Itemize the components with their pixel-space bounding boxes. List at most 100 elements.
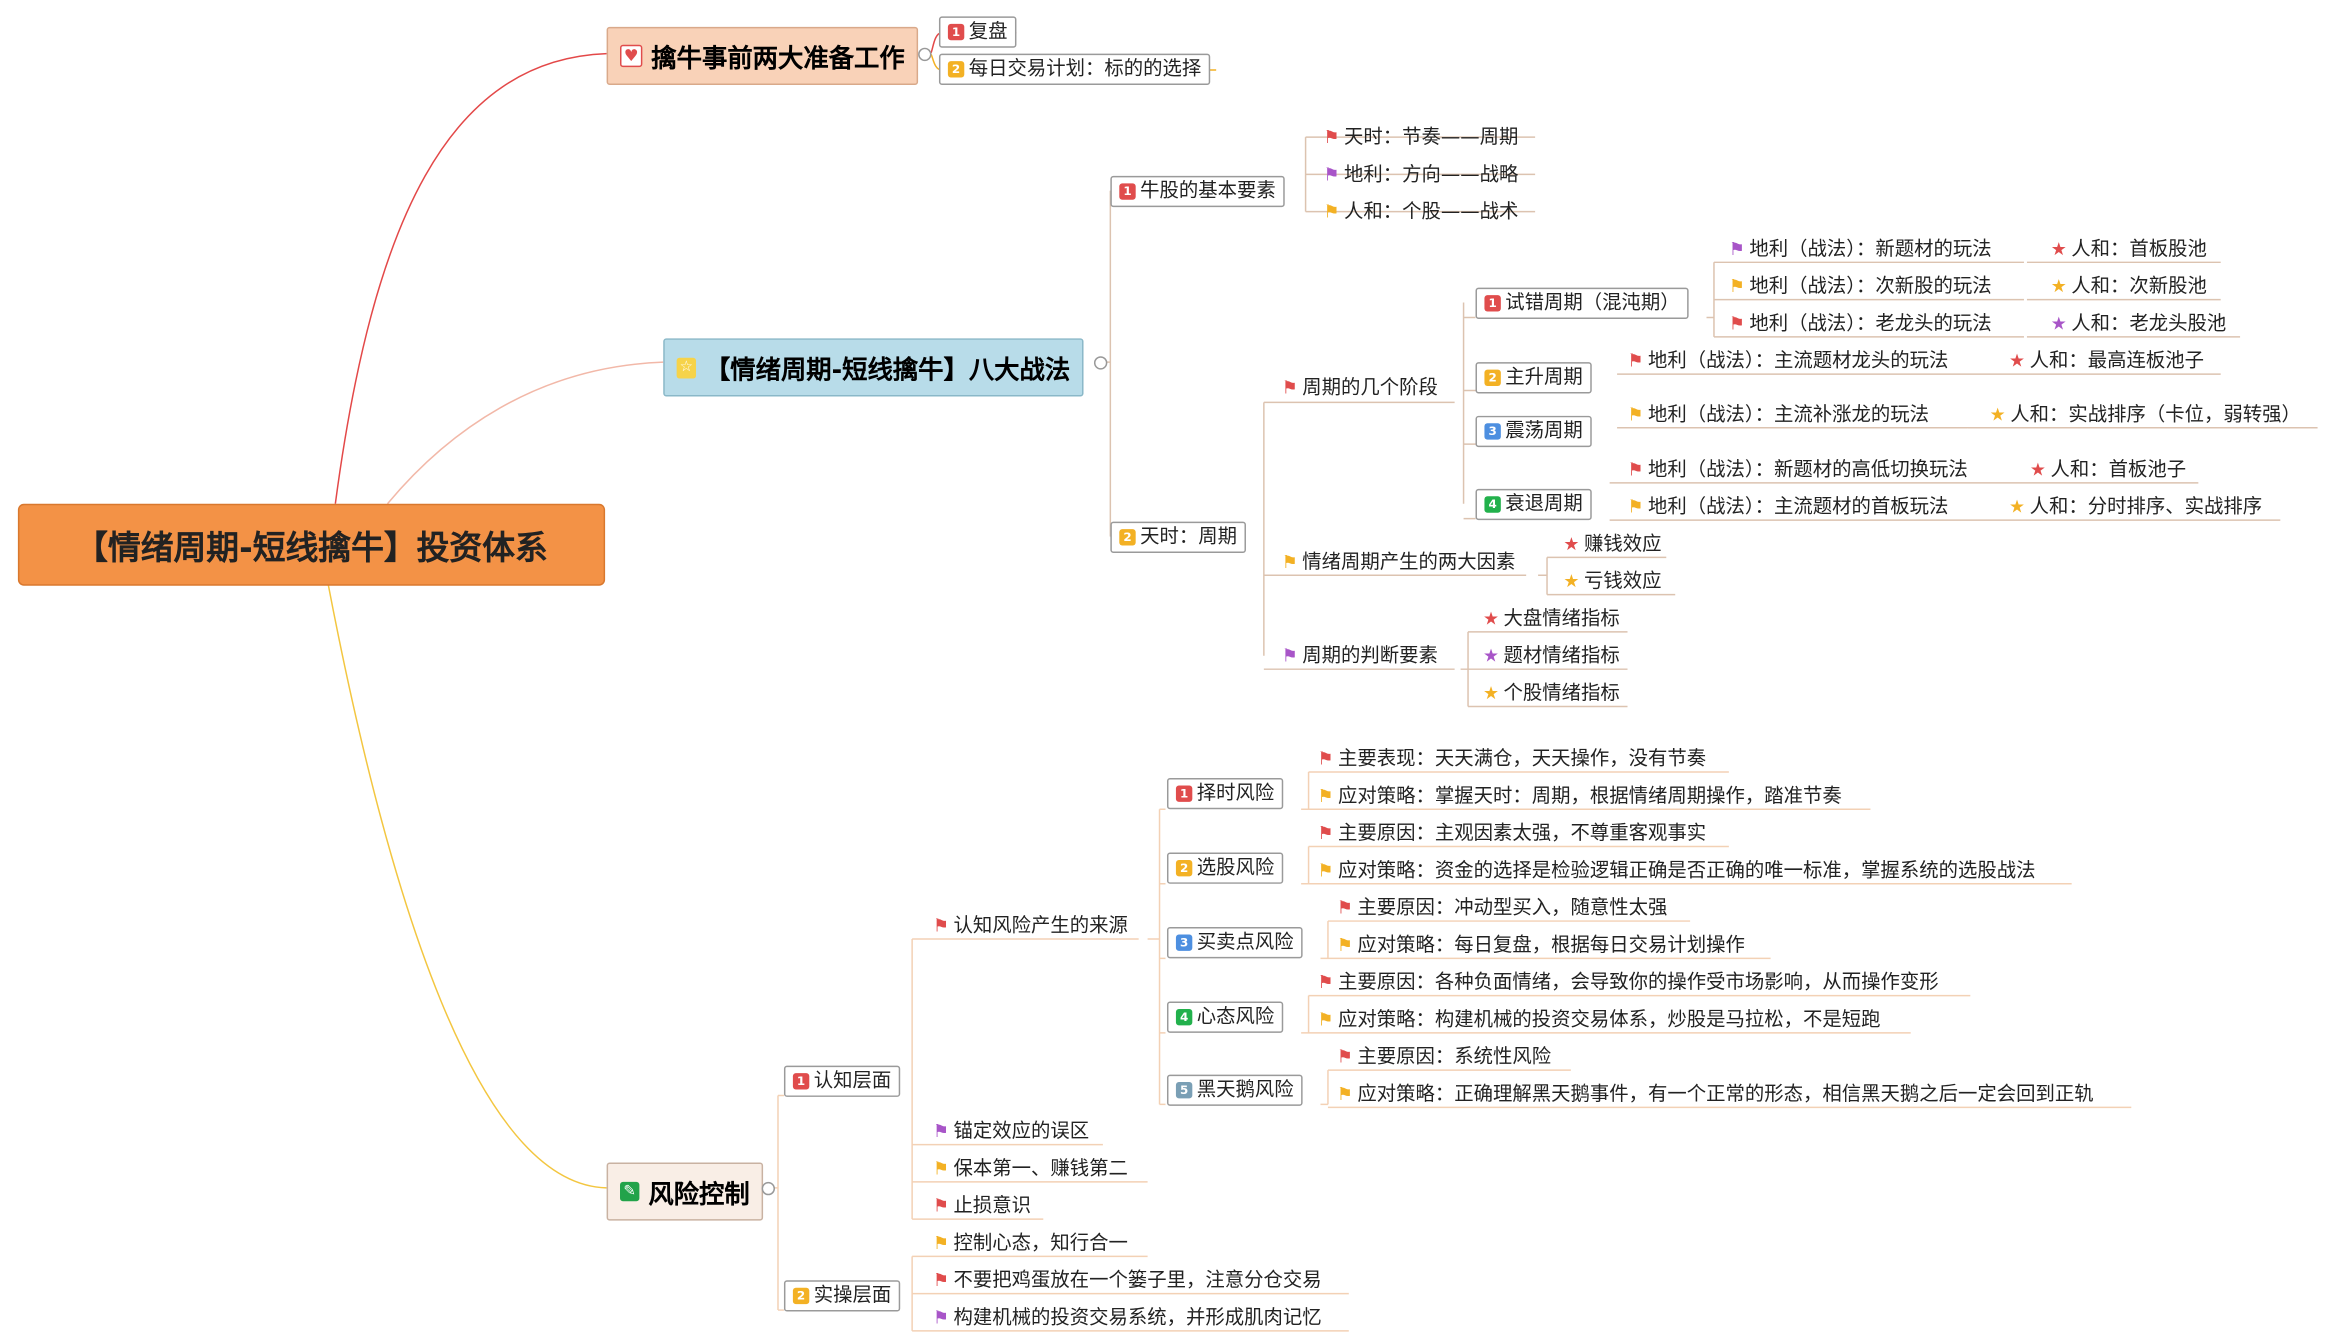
node-risk-detail[interactable]: ⚑应对策略：掌握天时：周期，根据情绪周期操作，踏准节奏 — [1315, 784, 1845, 811]
node-tactic[interactable]: ⚑地利（战法）：新题材的玩法 — [1726, 237, 1995, 264]
branch-risk-control-label: 风险控制 — [648, 1180, 750, 1211]
flag-icon: ⚑ — [932, 1195, 950, 1217]
node-label: 周期的判断要素 — [1302, 645, 1438, 668]
node-anchoring[interactable]: ⚑锚定效应的误区 — [930, 1119, 1092, 1146]
node-tactic[interactable]: ⚑地利（战法）：主流题材龙头的玩法 — [1625, 349, 1952, 376]
node-stock-pool[interactable]: ★人和：次新股池 — [2048, 274, 2210, 301]
node-label: 人和：首板股池 — [2071, 238, 2207, 261]
node-diversify[interactable]: ⚑不要把鸡蛋放在一个篓子里，注意分仓交易 — [930, 1268, 1325, 1295]
node-risk-detail[interactable]: ⚑主要原因：主观因素太强，不尊重客观事实 — [1315, 821, 1710, 848]
priority-3-icon: 3 — [1175, 934, 1193, 951]
node-renhe-stock[interactable]: ⚑人和：个股——战术 — [1320, 200, 1521, 227]
node-label: 黑天鹅风险 — [1196, 1079, 1294, 1102]
node-risk-detail[interactable]: ⚑应对策略：正确理解黑天鹅事件，有一个正常的形态，相信黑天鹅之后一定会回到正轨 — [1334, 1082, 2097, 1109]
node-label: 择时风险 — [1196, 782, 1275, 805]
node-label: 人和：分时排序、实战排序 — [2029, 496, 2263, 519]
root-node[interactable]: 【情绪周期-短线擒牛】投资体系 — [17, 503, 606, 586]
node-judge-elements[interactable]: ⚑周期的判断要素 — [1279, 644, 1441, 671]
node-tactic[interactable]: ⚑地利（战法）：主流题材的首板玩法 — [1625, 495, 1952, 522]
node-tactic[interactable]: ⚑地利（战法）：老龙头的玩法 — [1726, 311, 1995, 338]
node-risk-detail[interactable]: ⚑主要原因：系统性风险 — [1334, 1045, 1554, 1072]
node-risk-source[interactable]: ⚑认知风险产生的来源 — [930, 914, 1131, 941]
node-label: 应对策略：掌握天时：周期，根据情绪周期操作，踏准节奏 — [1338, 785, 1842, 808]
node-stock-pool[interactable]: ★人和：老龙头股池 — [2048, 311, 2230, 338]
node-stock-pool[interactable]: ★人和：首板股池 — [2048, 237, 2210, 264]
node-label: 止损意识 — [953, 1195, 1032, 1218]
node-market-indicator[interactable]: ★大盘情绪指标 — [1480, 607, 1623, 634]
branch-risk-control[interactable]: ✎ 风险控制 — [606, 1162, 764, 1221]
node-tactic[interactable]: ⚑地利（战法）：次新股的玩法 — [1726, 274, 1995, 301]
node-label: 应对策略：构建机械的投资交易体系，炒股是马拉松，不是短跑 — [1338, 1009, 1881, 1032]
node-tactic[interactable]: ⚑地利（战法）：新题材的高低切换玩法 — [1625, 458, 1971, 485]
priority-1-icon: 1 — [1484, 295, 1501, 312]
node-label: 主要原因：冲动型买入，随意性太强 — [1357, 897, 1668, 920]
node-dili-direction[interactable]: ⚑地利：方向——战略 — [1320, 162, 1521, 189]
node-risk-detail[interactable]: ⚑应对策略：资金的选择是检验逻辑正确是否正确的唯一标准，掌握系统的选股战法 — [1315, 858, 2039, 885]
node-label: 应对策略：每日复盘，根据每日交易计划操作 — [1357, 934, 1745, 957]
node-stock-pool[interactable]: ★人和：首板池子 — [2027, 458, 2189, 485]
node-label: 地利（战法）：新题材的高低切换玩法 — [1648, 459, 1968, 482]
node-capital-first[interactable]: ⚑保本第一、赚钱第二 — [930, 1157, 1131, 1184]
node-stock-pool[interactable]: ★人和：实战排序（卡位，弱转强） — [1987, 402, 2304, 429]
node-theme-indicator[interactable]: ★题材情绪指标 — [1480, 644, 1623, 671]
priority-1-icon: 1 — [792, 1073, 810, 1090]
star-icon: ★ — [2050, 238, 2067, 260]
node-label: 地利（战法）：主流补涨龙的玩法 — [1648, 403, 1929, 427]
node-risk-detail[interactable]: ⚑应对策略：构建机械的投资交易体系，炒股是马拉松，不是短跑 — [1315, 1008, 1884, 1035]
root-label: 【情绪周期-短线擒牛】投资体系 — [75, 529, 548, 568]
flag-icon: ⚑ — [932, 1232, 950, 1254]
flag-icon: ⚑ — [1281, 377, 1298, 398]
node-tianshi-rhythm[interactable]: ⚑天时：节奏——周期 — [1320, 125, 1521, 152]
collapse-toggle[interactable] — [918, 47, 932, 62]
node-stock-indicator[interactable]: ★个股情绪指标 — [1480, 681, 1623, 708]
node-label: 实操层面 — [813, 1284, 892, 1308]
node-stock-pool[interactable]: ★人和：分时排序、实战排序 — [2006, 495, 2265, 522]
branch-eight-tactics[interactable]: ☆ 【情绪周期-短线擒牛】八大战法 — [663, 338, 1084, 397]
branch-preparation[interactable]: ♥ 擒牛事前两大准备工作 — [606, 26, 919, 85]
node-control-mindset[interactable]: ⚑控制心态，知行合一 — [930, 1231, 1131, 1258]
node-stock-pool[interactable]: ★人和：最高连板池子 — [2006, 349, 2207, 376]
node-two-factors[interactable]: ⚑情绪周期产生的两大因素 — [1279, 550, 1519, 577]
node-label: 赚钱效应 — [1583, 533, 1662, 556]
node-label: 地利：方向——战略 — [1343, 163, 1519, 187]
node-profit-effect[interactable]: ★赚钱效应 — [1560, 532, 1664, 559]
node-label: 地利（战法）：主流题材龙头的玩法 — [1648, 350, 1949, 373]
node-label: 情绪周期产生的两大因素 — [1302, 551, 1516, 574]
node-risk-detail[interactable]: ⚑主要表现：天天满仓，天天操作，没有节奏 — [1315, 747, 1710, 774]
node-risk-detail[interactable]: ⚑主要原因：冲动型买入，随意性太强 — [1334, 896, 1671, 923]
node-label: 主要原因：系统性风险 — [1357, 1046, 1552, 1069]
medal-icon: ☆ — [676, 356, 697, 378]
node-stop-loss[interactable]: ⚑止损意识 — [930, 1194, 1034, 1221]
node-loss-effect[interactable]: ★亏钱效应 — [1560, 569, 1664, 596]
node-label: 天时：节奏——周期 — [1343, 126, 1519, 150]
collapse-toggle[interactable] — [1093, 356, 1108, 370]
node-cycle-stages[interactable]: ⚑周期的几个阶段 — [1279, 376, 1441, 403]
flag-icon: ⚑ — [1323, 126, 1340, 148]
node-label: 人和：首板池子 — [2050, 459, 2187, 482]
flag-icon: ⚑ — [1627, 403, 1644, 425]
priority-2-icon: 2 — [947, 61, 965, 78]
pen-icon: ✎ — [620, 1181, 640, 1202]
collapse-toggle[interactable] — [761, 1181, 776, 1196]
node-tactic[interactable]: ⚑地利（战法）：主流补涨龙的玩法 — [1625, 402, 1932, 429]
priority-1-icon: 1 — [947, 23, 965, 41]
node-label: 控制心态，知行合一 — [953, 1232, 1128, 1255]
node-mechanical-system[interactable]: ⚑构建机械的投资交易系统，并形成肌肉记忆 — [930, 1306, 1325, 1333]
node-risk-detail[interactable]: ⚑主要原因：各种负面情绪，会导致你的操作受市场影响，从而操作变形 — [1315, 970, 1942, 997]
node-risk-detail[interactable]: ⚑应对策略：每日复盘，根据每日交易计划操作 — [1334, 933, 1748, 960]
